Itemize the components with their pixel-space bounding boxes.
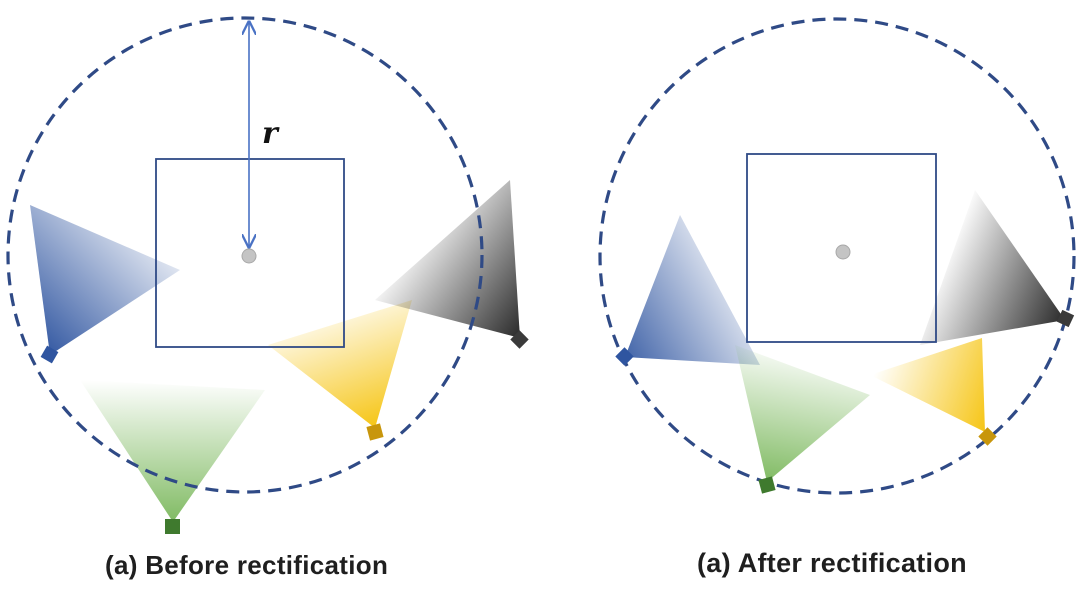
center-dot [241,248,257,264]
radius-label: r [262,116,280,151]
blue-camera-frustum [30,205,180,355]
right-caption: (a) After rectification [697,548,967,578]
black-camera-marker [1056,309,1075,328]
black-camera-frustum [375,180,520,338]
yellow-camera-frustum [268,300,412,428]
green-camera-frustum [80,380,265,522]
black-camera-marker [510,330,529,349]
center-dot [835,244,851,260]
green-camera-frustum [735,345,870,482]
green-camera-marker [758,476,776,494]
blue-camera-frustum [625,215,760,365]
yellow-camera-frustum [870,338,985,432]
black-camera-frustum [920,190,1065,345]
blue-camera-marker [615,347,634,366]
left-caption: (a) Before rectification [105,550,389,580]
yellow-camera-marker [366,423,384,441]
right-panel [598,17,1076,495]
left-panel: r [6,16,529,534]
yellow-camera-marker [978,427,997,446]
green-camera-marker [165,519,180,534]
target-square [746,153,937,343]
sensor-circle [6,16,484,494]
blue-camera-marker [40,345,59,364]
sensor-circle [598,17,1076,495]
